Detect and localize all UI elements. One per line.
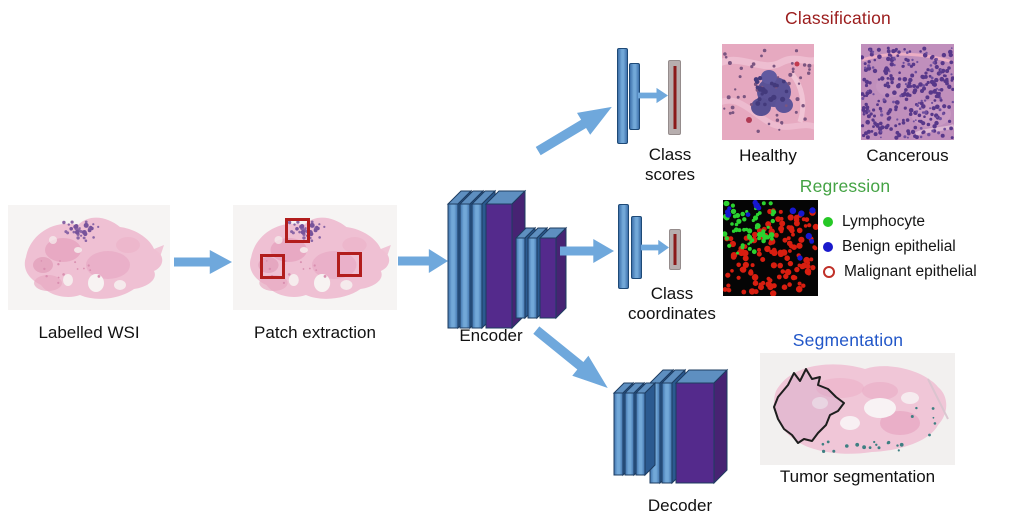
patch-extraction-label: Patch extraction [254, 323, 376, 342]
output-vector-line [673, 234, 677, 265]
fc-layer-bar-tall-scores [617, 48, 628, 144]
class-scores-label: Class scores [644, 145, 696, 184]
regression-title: Regression [799, 176, 891, 196]
flow-arrow-wsi-to-patch-icon [174, 250, 232, 274]
flow-arrow-patch-to-encoder-icon [398, 249, 448, 273]
cancerous-tissue-art [861, 44, 954, 140]
decoder-graphic [612, 368, 729, 485]
legend-label: Lymphocyte [842, 212, 925, 230]
healthy-tissue-art [722, 44, 814, 140]
healthy-patch-image [722, 44, 814, 140]
flow-arrow-encoder-to-scores-icon [535, 106, 612, 156]
output-vector-line [673, 66, 676, 129]
patch-box-2 [260, 254, 285, 279]
output-vector-scores [668, 60, 681, 135]
segmentation-title: Segmentation [792, 330, 904, 350]
tumor-segmentation-image [760, 353, 955, 465]
encoder-label: Encoder [459, 326, 523, 345]
wsi-tissue-art [249, 217, 391, 299]
lymphocyte-dot-icon [823, 216, 833, 227]
fc-layer-bar-tall-coordinates [618, 204, 629, 289]
regression-legend: Lymphocyte Benign epithelial Malignant e… [820, 209, 977, 284]
patch-box-3 [337, 252, 362, 277]
head-arrow-coordinates-icon [641, 239, 669, 256]
classification-title: Classification [785, 8, 891, 28]
flow-arrow-encoder-to-decoder-icon [533, 326, 608, 388]
cell-detection-image [723, 200, 818, 296]
wsi-tissue-art [24, 217, 165, 299]
cell-dots-art [723, 200, 818, 296]
segmentation-tissue-art [773, 364, 949, 454]
benign-epithelial-dot-icon [823, 241, 833, 252]
labelled-wsi-image [8, 205, 170, 310]
legend-item-lymphocyte: Lymphocyte [820, 209, 977, 234]
output-vector-coordinates [669, 229, 681, 270]
head-arrow-scores-icon [638, 87, 668, 104]
healthy-label: Healthy [739, 146, 797, 165]
patch-extraction-image [233, 205, 397, 310]
labelled-wsi-label: Labelled WSI [38, 323, 140, 342]
flow-arrow-encoder-to-coordinates-icon [560, 239, 614, 263]
encoder-graphic [446, 189, 568, 330]
legend-item-malignant-epithelial: Malignant epithelial [820, 259, 977, 284]
cancerous-patch-image [861, 44, 954, 140]
malignant-epithelial-circle-icon [823, 265, 835, 278]
class-coordinates-label: Class coordinates [628, 284, 716, 323]
patch-box-1 [285, 218, 310, 243]
legend-item-benign-epithelial: Benign epithelial [820, 234, 977, 259]
tumor-segmentation-label: Tumor segmentation [779, 467, 936, 486]
cancerous-label: Cancerous [866, 146, 949, 165]
legend-label: Benign epithelial [842, 237, 956, 255]
tumor-outline [773, 368, 845, 444]
legend-label: Malignant epithelial [844, 262, 977, 280]
decoder-label: Decoder [647, 496, 713, 515]
